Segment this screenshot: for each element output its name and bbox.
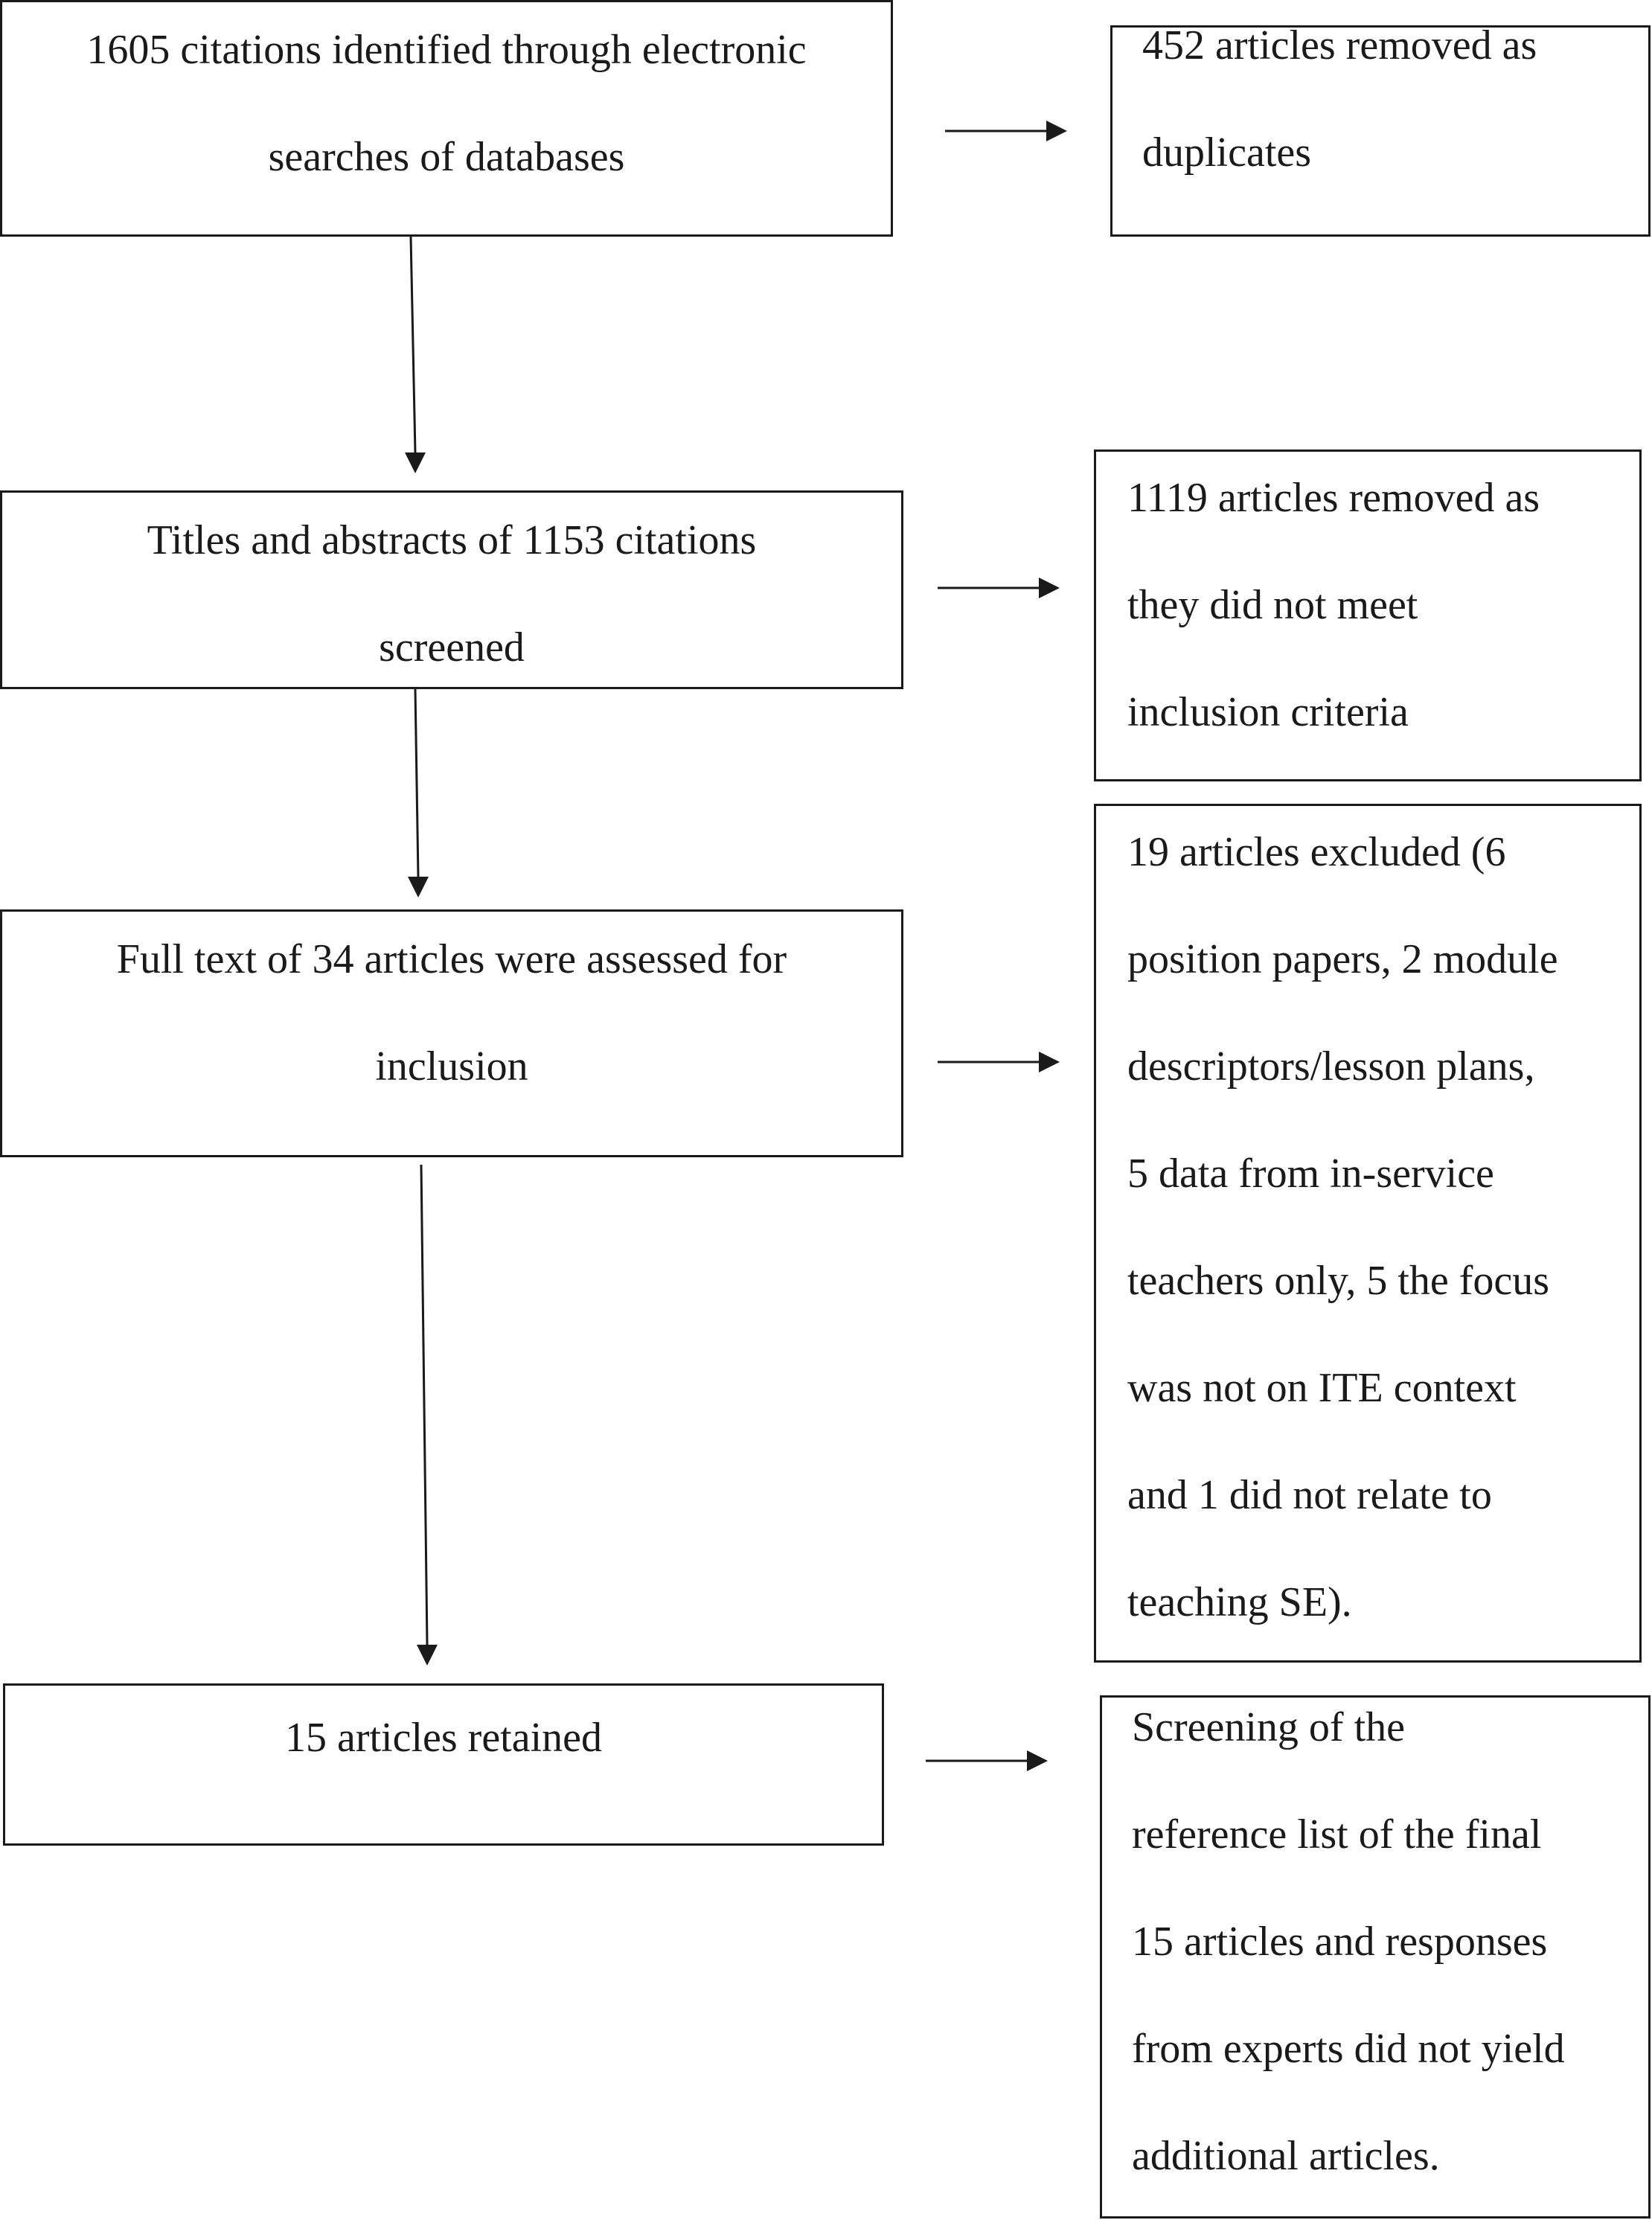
screening-line-2: screened [379,624,525,671]
identification-box: 1605 citations identified through electr… [0,0,893,237]
fulltext-excluded-line-6: was not on ITE context [1127,1365,1517,1411]
vertical-arrow-2 [408,688,429,898]
reference-screening-box: Screening of the reference list of the f… [1100,1695,1651,2219]
horizontal-arrow-2 [938,578,1060,598]
reference-screening-line-3: 15 articles and responses [1132,1919,1548,1965]
horizontal-arrow-3 [938,1052,1060,1072]
fulltext-excluded-box: 19 articles excluded (6 position papers,… [1094,804,1642,1663]
horizontal-arrow-1 [945,121,1067,141]
duplicates-line-2: duplicates [1142,129,1312,176]
fulltext-excluded-line-2: position papers, 2 module [1127,936,1558,982]
eligibility-line-1: Full text of 34 articles were assessed f… [116,936,787,982]
included-box: 15 articles retained [3,1683,884,1846]
screening-line-1: Titles and abstracts of 1153 citations [147,517,757,563]
screening-excluded-line-2: they did not meet [1127,582,1418,628]
identification-line-2: searches of databases [268,134,625,180]
fulltext-excluded-line-4: 5 data from in-service [1127,1151,1494,1197]
duplicates-line-1: 452 articles removed as [1142,22,1537,68]
eligibility-box: Full text of 34 articles were assessed f… [0,909,903,1157]
fulltext-excluded-line-1: 19 articles excluded (6 [1127,829,1506,875]
fulltext-excluded-line-5: teachers only, 5 the focus [1127,1258,1550,1304]
identification-line-1: 1605 citations identified through electr… [86,27,807,73]
screening-excluded-line-1: 1119 articles removed as [1127,475,1540,521]
reference-screening-line-2: reference list of the final [1132,1811,1542,1858]
horizontal-arrow-4 [926,1750,1048,1771]
included-line-1: 15 articles retained [284,1715,602,1761]
eligibility-line-2: inclusion [375,1043,528,1090]
fulltext-excluded-line-8: teaching SE). [1127,1579,1352,1625]
reference-screening-line-5: additional articles. [1132,2133,1440,2179]
duplicates-removed-box: 452 articles removed as duplicates [1110,22,1651,237]
fulltext-excluded-line-3: descriptors/lesson plans, [1127,1043,1535,1090]
screening-excluded-box: 1119 articles removed as they did not me… [1094,450,1642,781]
vertical-arrow-1 [405,236,426,473]
reference-screening-line-1: Screening of the [1132,1704,1405,1750]
fulltext-excluded-line-7: and 1 did not relate to [1127,1472,1492,1518]
screening-excluded-line-3: inclusion criteria [1127,689,1409,735]
vertical-arrow-3 [417,1164,438,1666]
reference-screening-line-4: from experts did not yield [1132,2026,1565,2072]
screening-box: Titles and abstracts of 1153 citations s… [0,490,903,689]
